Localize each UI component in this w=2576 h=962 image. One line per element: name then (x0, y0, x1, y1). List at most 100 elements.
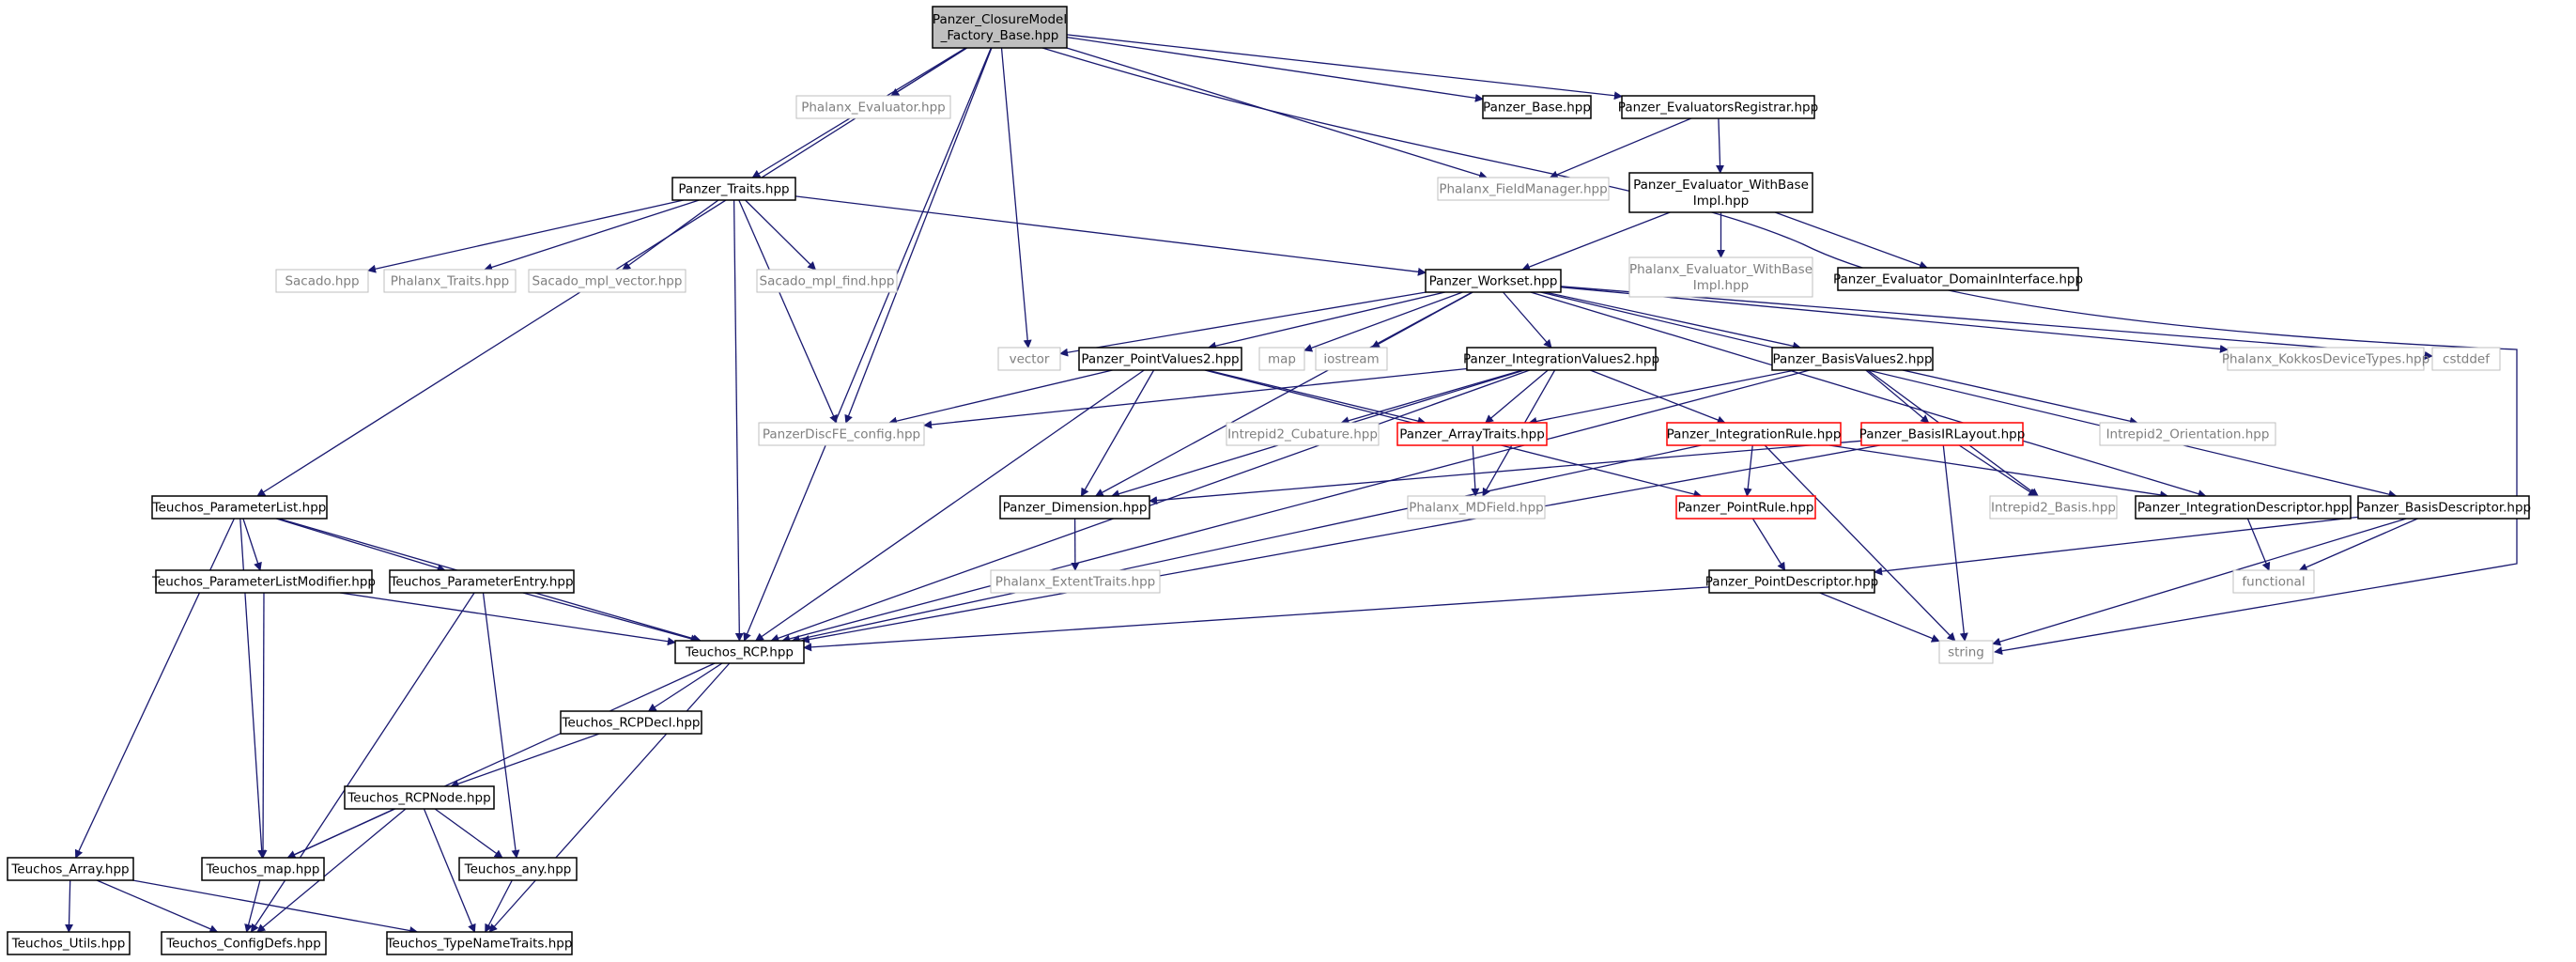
node-label-panzer_evaluator_withbaseimpl: Panzer_Evaluator_WithBase (1633, 178, 1809, 193)
node-panzer_arraytraits[interactable]: Panzer_ArrayTraits.hpp (1396, 422, 1548, 446)
node-label-teuchos_rcp: Teuchos_RCP.hpp (685, 645, 794, 660)
node-teuchos_rcpdecl[interactable]: Teuchos_RCPDecl.hpp (560, 710, 702, 735)
dependency-edges (65, 34, 2518, 935)
node-panzer_dimension[interactable]: Panzer_Dimension.hpp (999, 495, 1150, 520)
node-box-panzer_workset (1425, 269, 1562, 293)
node-panzer_evaluator_domaininterface[interactable]: Panzer_Evaluator_DomainInterface.hpp (1833, 267, 2083, 291)
node-label-phalanx_traits: Phalanx_Traits.hpp (391, 274, 509, 289)
node-teuchos_any[interactable]: Teuchos_any.hpp (458, 857, 578, 881)
node-panzer_integrationdescriptor[interactable]: Panzer_IntegrationDescriptor.hpp (2135, 495, 2352, 520)
edge-teuchos_parameterentry-to-teuchos_rcp (522, 592, 700, 644)
node-label-intrepid2_orientation: Intrepid2_Orientation.hpp (2106, 427, 2270, 442)
node-box-teuchos_parameterlist (151, 495, 328, 520)
node-teuchos_rcp[interactable]: Teuchos_RCP.hpp (674, 640, 805, 664)
node-label-teuchos_rcpnode: Teuchos_RCPNode.hpp (347, 791, 490, 806)
node-label-panzer_basisdescriptor: Panzer_BasisDescriptor.hpp (2356, 501, 2531, 516)
node-teuchos_parameterlistmodifier[interactable]: Teuchos_ParameterListModifier.hpp (151, 569, 376, 594)
node-label-phalanx_evaluator_withbaseimpl: Impl.hpp (1693, 278, 1749, 293)
node-label-panzer_base: Panzer_Base.hpp (1483, 101, 1591, 116)
node-sacado: Sacado.hpp (275, 269, 369, 293)
node-label-phalanx_fieldmanager: Phalanx_FieldManager.hpp (1439, 182, 1607, 197)
edge-teuchos_parameterlistmodifier-to-teuchos_map (258, 592, 268, 859)
node-teuchos_configdefs[interactable]: Teuchos_ConfigDefs.hpp (161, 931, 327, 955)
edge-panzer_basisvalues2-to-intrepid2_orientation (1902, 369, 2138, 426)
node-label-phalanx_kokkosdevicetypes: Phalanx_KokkosDeviceTypes.hpp (2222, 352, 2429, 367)
node-box-panzer_evaluator_withbaseimpl (1628, 172, 1813, 213)
edge-teuchos_array-to-teuchos_configdefs (96, 879, 219, 933)
node-teuchos_parameterlist[interactable]: Teuchos_ParameterList.hpp (151, 495, 328, 520)
node-teuchos_array[interactable]: Teuchos_Array.hpp (7, 857, 134, 881)
node-label-teuchos_parameterlist: Teuchos_ParameterList.hpp (152, 501, 327, 516)
dependency-nodes: Panzer_ClosureModel_Factory_Base.hppPhal… (7, 6, 2531, 955)
node-panzer_traits[interactable]: Panzer_Traits.hpp (671, 177, 796, 201)
node-label-intrepid2_cubature: Intrepid2_Cubature.hpp (1227, 427, 1378, 442)
node-intrepid2_orientation: Intrepid2_Orientation.hpp (2099, 422, 2276, 446)
node-box-teuchos_rcpdecl (560, 710, 702, 735)
edge-panzer_workset-to-cstddef (1560, 286, 2433, 360)
node-panzer_base[interactable]: Panzer_Base.hpp (1482, 95, 1592, 119)
node-functional: functional (2232, 569, 2315, 594)
edge-teuchos_rcpnode-to-teuchos_map (286, 808, 395, 859)
edge-teuchos_parameterentry-to-teuchos_any (482, 592, 520, 859)
node-box-sacado (275, 269, 369, 293)
node-label-phalanx_evaluator: Phalanx_Evaluator.hpp (801, 101, 946, 116)
node-teuchos_map[interactable]: Teuchos_map.hpp (201, 857, 325, 881)
edge-panzer_pointdescriptor-to-string (1819, 592, 1940, 643)
node-box-phalanx_extenttraits (990, 569, 1161, 594)
node-box-panzerdiscfe_config (758, 422, 925, 446)
edge-panzer_basisirlayout-to-teuchos_rcp (800, 444, 1880, 644)
node-label-vector: vector (1010, 352, 1050, 367)
edge-panzer_basisdescriptor-to-panzer_pointdescriptor (1874, 516, 2359, 576)
node-label-teuchos_any: Teuchos_any.hpp (464, 862, 572, 877)
edge-panzer_basisirlayout-to-panzer_dimension (1149, 440, 1862, 505)
node-label-panzer_evaluators_registrar: Panzer_EvaluatorsRegistrar.hpp (1618, 101, 1818, 116)
node-panzer_integrationvalues2[interactable]: Panzer_IntegrationValues2.hpp (1463, 347, 1659, 371)
edge-root-to-panzer_evaluators_registrar (1066, 34, 1623, 101)
edge-teuchos_rcpnode-to-teuchos_typenametraits (423, 808, 476, 933)
edge-panzer_pointvalues2-to-panzer_dimension (1080, 369, 1155, 497)
node-panzer_pointrule[interactable]: Panzer_PointRule.hpp (1675, 495, 1816, 520)
node-panzer_integrationrule[interactable]: Panzer_IntegrationRule.hpp (1666, 422, 1842, 446)
node-box-panzer_dimension (999, 495, 1150, 520)
node-box-functional (2232, 569, 2315, 594)
node-panzer_basisdescriptor[interactable]: Panzer_BasisDescriptor.hpp (2356, 495, 2531, 520)
node-label-cstddef: cstddef (2443, 352, 2491, 367)
edge-panzer_workset-to-panzer_integrationdescriptor (1530, 291, 2207, 498)
node-box-teuchos_parameterentry (389, 569, 575, 594)
node-box-cstddef (2431, 347, 2501, 371)
edge-panzer_workset-to-panzer_basisdescriptor (1540, 291, 2398, 499)
node-box-panzer_pointdescriptor (1708, 569, 1875, 594)
node-box-panzer_arraytraits (1396, 422, 1548, 446)
edge-panzer_traits-to-phalanx_traits (484, 199, 700, 272)
node-box-vector (997, 347, 1061, 371)
node-teuchos_utils[interactable]: Teuchos_Utils.hpp (7, 931, 131, 955)
node-panzer_pointdescriptor[interactable]: Panzer_PointDescriptor.hpp (1705, 569, 1878, 594)
node-intrepid2_cubature: Intrepid2_Cubature.hpp (1226, 422, 1380, 446)
node-phalanx_mdfield: Phalanx_MDField.hpp (1407, 495, 1546, 520)
edge-panzer_pointrule-to-panzer_pointdescriptor (1751, 518, 1786, 571)
edge-panzer_integrationdescriptor-to-functional (2246, 518, 2271, 571)
node-panzer_pointvalues2[interactable]: Panzer_PointValues2.hpp (1078, 347, 1242, 371)
node-label-map: map (1268, 352, 1296, 367)
node-label-functional: functional (2242, 575, 2305, 590)
node-teuchos_rcpnode[interactable]: Teuchos_RCPNode.hpp (344, 785, 495, 810)
node-label-phalanx_extenttraits: Phalanx_ExtentTraits.hpp (995, 575, 1155, 590)
node-panzer_workset[interactable]: Panzer_Workset.hpp (1425, 269, 1562, 293)
node-sacado_mpl_find: Sacado_mpl_find.hpp (756, 269, 898, 293)
node-panzer_basisirlayout[interactable]: Panzer_BasisIRLayout.hpp (1859, 422, 2026, 446)
node-box-panzer_integrationrule (1666, 422, 1842, 446)
node-teuchos_typenametraits[interactable]: Teuchos_TypeNameTraits.hpp (386, 931, 573, 955)
node-label-teuchos_utils: Teuchos_Utils.hpp (11, 937, 126, 952)
node-panzer_basisvalues2[interactable]: Panzer_BasisValues2.hpp (1771, 347, 1934, 371)
node-intrepid2_basis: Intrepid2_Basis.hpp (1989, 495, 2118, 520)
node-label-panzer_pointdescriptor: Panzer_PointDescriptor.hpp (1705, 575, 1878, 590)
edge-teuchos_rcp-to-teuchos_rcpdecl (647, 662, 723, 712)
node-teuchos_parameterentry[interactable]: Teuchos_ParameterEntry.hpp (389, 569, 575, 594)
node-box-sacado_mpl_find (756, 269, 898, 293)
node-panzer_evaluators_registrar[interactable]: Panzer_EvaluatorsRegistrar.hpp (1618, 95, 1818, 119)
edge-panzer_pointvalues2-to-teuchos_rcp (754, 369, 1145, 642)
node-root[interactable]: Panzer_ClosureModel_Factory_Base.hpp (932, 6, 1068, 49)
edge-teuchos_any-to-teuchos_typenametraits (485, 879, 513, 933)
